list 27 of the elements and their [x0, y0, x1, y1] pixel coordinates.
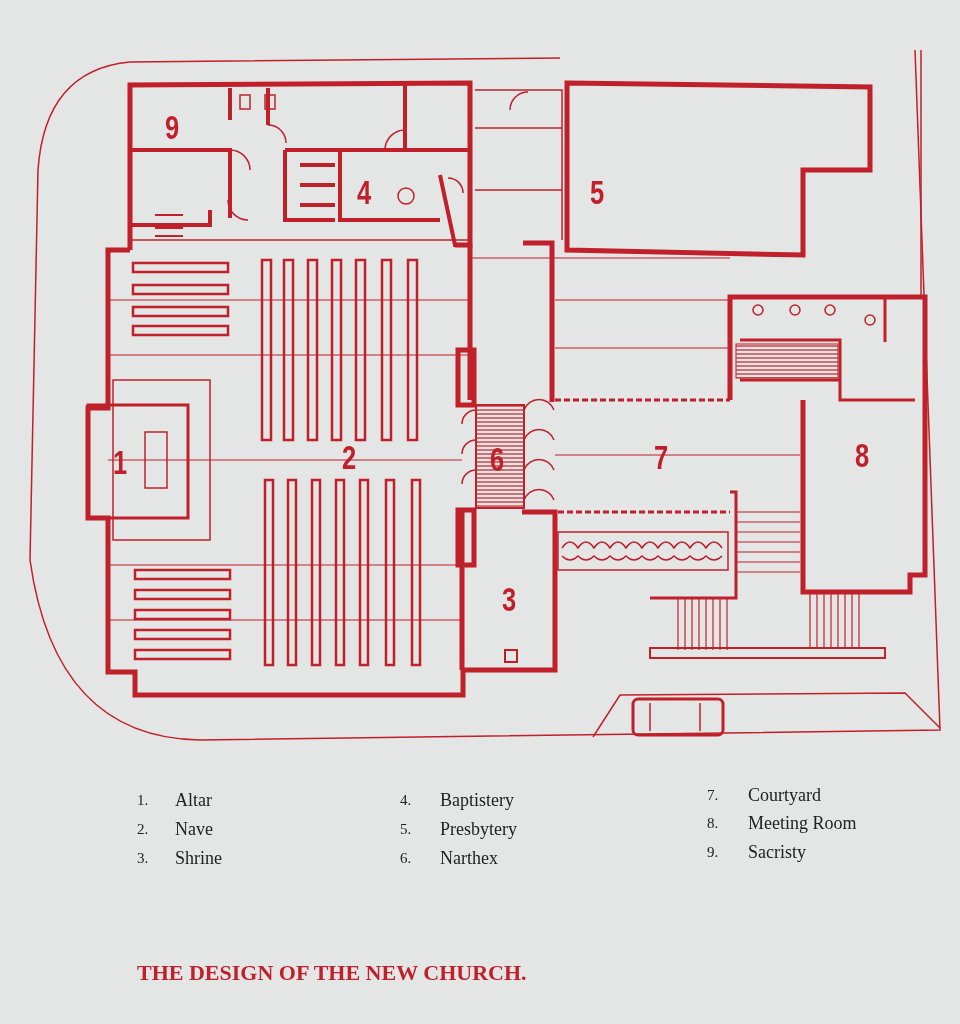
room-name: Narthex	[440, 848, 498, 869]
key-number: 4.	[400, 792, 412, 809]
key-number: 1.	[137, 792, 149, 809]
room-number: 1	[113, 443, 128, 482]
room-name: Sacristy	[748, 842, 806, 863]
room-name: Nave	[175, 819, 213, 840]
room-name: Baptistery	[440, 790, 514, 811]
room-number: 9	[165, 108, 180, 147]
room-name: Meeting Room	[748, 813, 857, 834]
room-name: Altar	[175, 790, 212, 811]
key-number: 7.	[707, 787, 719, 804]
caption: THE DESIGN OF THE NEW CHURCH.	[137, 960, 527, 986]
key-number: 5.	[400, 821, 412, 838]
room-number: 5	[590, 173, 605, 212]
room-number: 4	[357, 173, 372, 212]
room-number: 3	[502, 580, 517, 619]
key-number: 3.	[137, 850, 149, 867]
room-name: Shrine	[175, 848, 222, 869]
key-number: 2.	[137, 821, 149, 838]
room-number: 2	[342, 438, 357, 477]
room-name: Courtyard	[748, 785, 821, 806]
room-number: 8	[855, 436, 870, 475]
key-number: 6.	[400, 850, 412, 867]
room-number: 7	[654, 438, 669, 477]
key-number: 8.	[707, 815, 719, 832]
room-name: Presbytery	[440, 819, 517, 840]
key-number: 9.	[707, 844, 719, 861]
